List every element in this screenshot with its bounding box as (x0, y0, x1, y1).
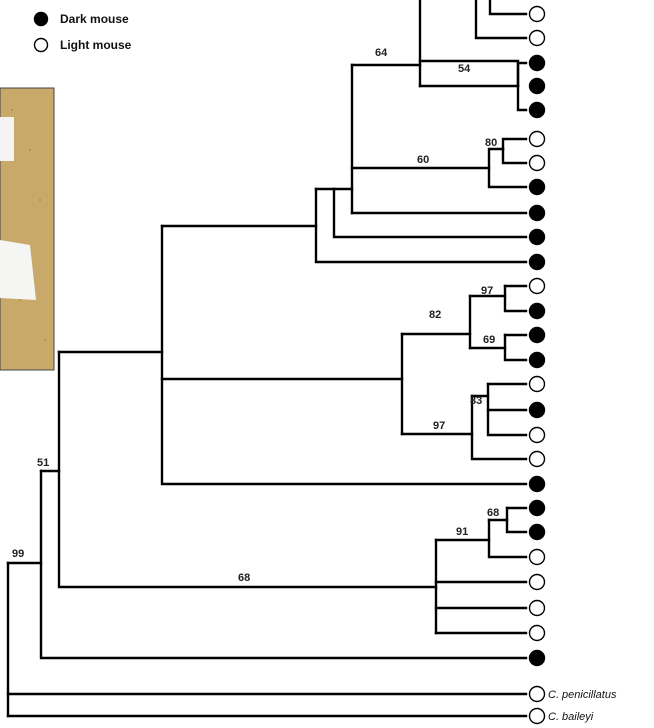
light-mouse-tip (528, 5, 546, 23)
dark-mouse-tip (528, 475, 546, 493)
legend: Dark mouse Light mouse (33, 11, 132, 53)
light-mouse-tip (528, 426, 546, 444)
support-value: 69 (483, 334, 495, 346)
light-mouse-tip (528, 707, 546, 725)
dark-mouse-tip (528, 228, 546, 246)
outgroup-labels: C. penicillatus C. baileyi (548, 689, 617, 723)
light-mouse-tip (528, 599, 546, 617)
support-value: 80 (485, 137, 497, 149)
dark-mouse-legend-icon (33, 11, 49, 27)
dark-mouse-tip (528, 649, 546, 667)
light-mouse-tip (528, 375, 546, 393)
dark-mouse-tip (528, 351, 546, 369)
support-value: 68 (487, 507, 499, 519)
tip-markers (528, 5, 546, 725)
support-value: 91 (456, 526, 468, 538)
dark-mouse-tip (528, 499, 546, 517)
dark-mouse-tip (528, 204, 546, 222)
dark-mouse-tip (528, 101, 546, 119)
light-mouse-tip (528, 624, 546, 642)
support-value: 97 (433, 420, 445, 432)
outgroup-label: C. penicillatus (548, 689, 617, 701)
dark-mouse-tip (528, 77, 546, 95)
dark-mouse-tip (528, 54, 546, 72)
light-mouse-tip (528, 548, 546, 566)
dark-mouse-tip (528, 523, 546, 541)
dark-mouse-tip (528, 401, 546, 419)
dark-mouse-tip (528, 253, 546, 271)
light-mouse-legend-icon (33, 37, 49, 53)
light-mouse-tip (528, 277, 546, 295)
support-value: 54 (458, 63, 471, 75)
pale-specimen-card (0, 240, 36, 300)
support-value: 83 (470, 395, 482, 407)
support-value: 64 (375, 47, 388, 59)
support-values: 64 54 80 60 97 82 69 83 97 68 91 68 51 9… (12, 47, 499, 584)
light-mouse-tip (528, 29, 546, 47)
support-value: 99 (12, 548, 24, 560)
pale-specimen-card (0, 117, 14, 161)
outgroup-label: C. baileyi (548, 711, 594, 723)
light-mouse-legend-label: Light mouse (60, 38, 132, 52)
dark-mouse-tip (528, 178, 546, 196)
specimen-photo (0, 87, 55, 371)
dark-mouse-legend-label: Dark mouse (60, 12, 129, 26)
dark-mouse-tip (528, 326, 546, 344)
support-value: 82 (429, 309, 441, 321)
light-mouse-tip (528, 154, 546, 172)
support-value: 68 (238, 572, 250, 584)
support-value: 51 (37, 457, 49, 469)
light-mouse-tip (528, 685, 546, 703)
dark-mouse-tip (528, 302, 546, 320)
light-mouse-tip (528, 450, 546, 468)
support-value: 97 (481, 285, 493, 297)
support-value: 60 (417, 154, 429, 166)
tree-branches (6, 0, 528, 718)
light-mouse-tip (528, 573, 546, 591)
light-mouse-tip (528, 130, 546, 148)
